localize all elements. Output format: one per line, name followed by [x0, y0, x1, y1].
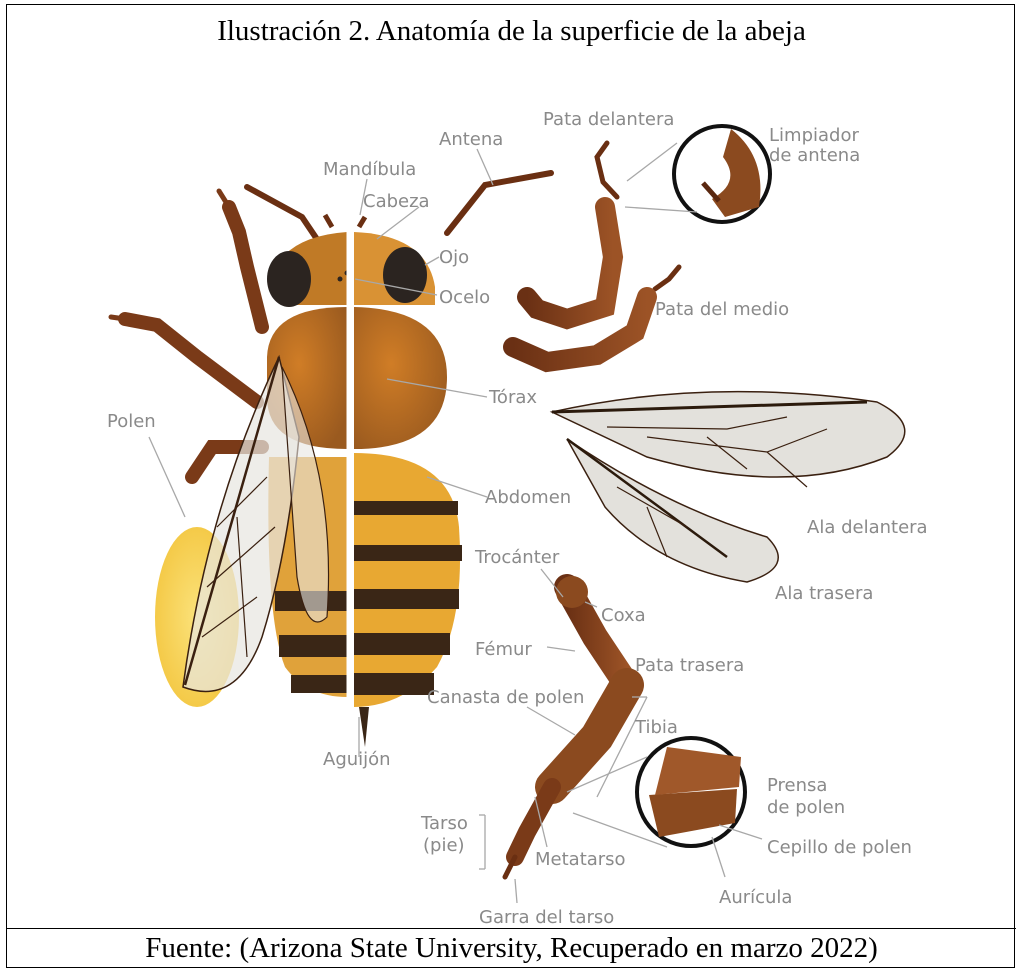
label-metatarso: Metatarso	[535, 849, 626, 870]
left-middle-leg	[111, 317, 257, 402]
label-cabeza: Cabeza	[363, 191, 430, 212]
figure-title: Ilustración 2. Anatomía de la superficie…	[7, 5, 1016, 57]
label-tarso-2: (pie)	[423, 835, 465, 856]
label-canasta: Canasta de polen	[427, 687, 584, 708]
bee-anatomy-svg: Antena Mandíbula Cabeza Ojo Ocelo Tórax …	[7, 57, 1016, 929]
label-pata-delantera: Pata delantera	[543, 109, 674, 130]
right-antenna	[447, 173, 551, 233]
label-tarso-1: Tarso	[420, 813, 468, 834]
label-aguijon: Aguijón	[323, 749, 391, 770]
label-ocelo: Ocelo	[439, 287, 490, 308]
front-leg-detail	[527, 143, 617, 319]
label-cepillo: Cepillo de polen	[767, 837, 912, 858]
label-torax: Tórax	[488, 387, 537, 408]
figure-frame: Ilustración 2. Anatomía de la superficie…	[6, 4, 1015, 968]
hind-leg-detail	[505, 587, 627, 877]
antenna-cleaner-magnifier	[674, 126, 770, 222]
stinger	[359, 707, 369, 747]
label-antena: Antena	[439, 129, 503, 150]
label-mandibula: Mandíbula	[323, 159, 416, 180]
label-prensa-2: de polen	[767, 797, 845, 818]
label-polen: Polen	[107, 411, 156, 432]
figure-source: Fuente: (Arizona State University, Recup…	[7, 928, 1016, 967]
label-pata-trasera: Pata trasera	[635, 655, 744, 676]
pollen-press-magnifier	[637, 738, 745, 846]
label-abdomen: Abdomen	[485, 487, 571, 508]
bee-anatomy-illustration: Antena Mandíbula Cabeza Ojo Ocelo Tórax …	[7, 57, 1016, 929]
label-ojo: Ojo	[439, 247, 469, 268]
label-auricula: Aurícula	[719, 887, 792, 908]
label-garra: Garra del tarso	[479, 907, 614, 928]
label-limpiador-1: Limpiador	[769, 125, 859, 146]
label-ala-delantera: Ala delantera	[807, 517, 928, 538]
label-pata-medio: Pata del medio	[655, 299, 789, 320]
label-prensa-1: Prensa	[767, 775, 827, 796]
label-coxa: Coxa	[601, 605, 646, 626]
label-ala-trasera: Ala trasera	[775, 583, 873, 604]
label-limpiador-2: de antena	[769, 145, 860, 166]
label-trocanter: Trocánter	[474, 547, 560, 568]
left-front-leg	[219, 191, 262, 327]
label-tibia: Tibia	[634, 717, 678, 738]
label-femur: Fémur	[475, 639, 532, 660]
coxa-joint	[556, 576, 588, 608]
